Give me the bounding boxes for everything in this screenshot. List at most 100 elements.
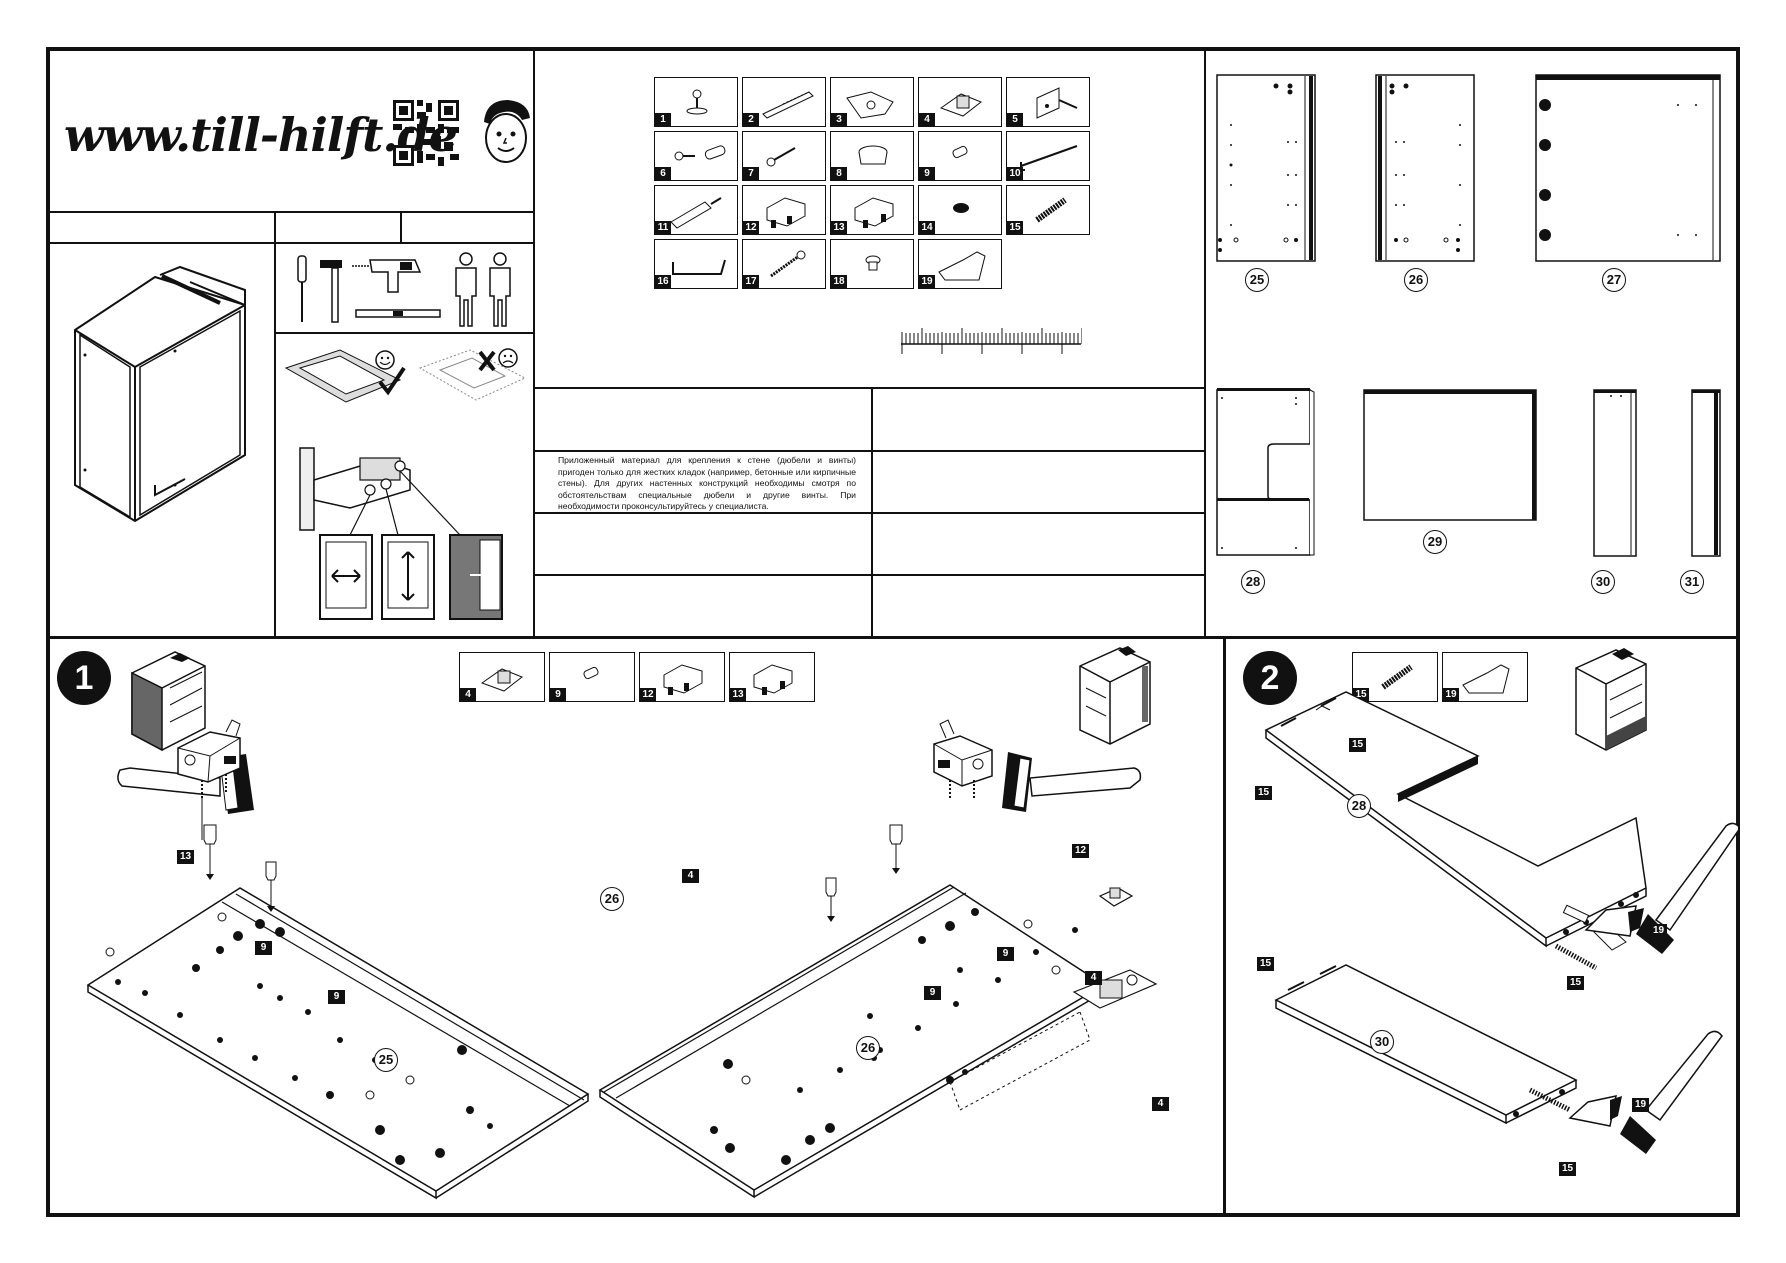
- part-number: 4: [919, 113, 935, 126]
- part-9: 9: [918, 131, 1002, 181]
- divider-table-top: [534, 387, 1205, 389]
- label-plate-a: 4: [1085, 971, 1102, 985]
- panel-29: [1363, 389, 1537, 521]
- divider-info-2: [400, 211, 402, 243]
- cabinet-thumbnail-step2: [1575, 648, 1647, 751]
- screw-and-dowel-icon: [674, 145, 726, 161]
- part-number: 17: [743, 275, 759, 288]
- label-center-panel: 26: [600, 887, 624, 911]
- panel-label-29: 29: [1423, 530, 1447, 554]
- ruler-icon: [901, 328, 1082, 354]
- panel-label-31: 31: [1680, 570, 1704, 594]
- label-dowel-a: 15: [1349, 738, 1366, 752]
- panel-25-drawing: [86, 887, 590, 1200]
- cabinet-thumbnail-right: [1079, 646, 1151, 745]
- part-16: 16: [654, 239, 738, 289]
- cross-icon: [478, 350, 496, 372]
- checkmark-icon: [378, 366, 406, 396]
- part-number: 5: [1007, 113, 1023, 126]
- mascot-icon: [484, 100, 530, 163]
- step-2-number: 2: [1243, 651, 1297, 705]
- hinge-mounting-plate-icon: [480, 668, 523, 692]
- shelf-pin-icon: [952, 145, 968, 159]
- label-plate-b: 4: [1152, 1097, 1169, 1111]
- divider-table-mid: [871, 387, 873, 637]
- leveling-foot-icon: [686, 89, 708, 115]
- cabinet-hanger-left-icon: [854, 197, 894, 228]
- part-18: 18: [830, 239, 914, 289]
- label-pin-d: 9: [924, 986, 941, 1000]
- part-15: 15: [1006, 185, 1090, 235]
- part-number: 13: [730, 688, 746, 701]
- hinge-mounting-plate-icon: [939, 93, 982, 117]
- divider-steps: [1223, 638, 1226, 1216]
- part-13: 13: [830, 185, 914, 235]
- cabinet-hanger-right-icon: [663, 664, 703, 695]
- label-panel-left: 25: [374, 1048, 398, 1072]
- hinge-mounting-plate-drawings: [946, 887, 1158, 1111]
- step-1-illustration: [86, 646, 1158, 1200]
- qr-code-icon: [393, 100, 459, 166]
- step-part-12: 12: [639, 652, 725, 702]
- cap-icon: [858, 145, 888, 165]
- part-number: 10: [1007, 167, 1023, 180]
- wall-bracket-icon: [1036, 87, 1078, 119]
- part-7: 7: [742, 131, 826, 181]
- part-19: 19: [918, 239, 1002, 289]
- divider-logo-2: [48, 242, 534, 244]
- part-8: 8: [830, 131, 914, 181]
- part-number: 14: [919, 221, 935, 234]
- wall-mount-notice: Приложенный материал для крепления к сте…: [558, 455, 856, 512]
- screwdriver-icon: [297, 255, 307, 322]
- cabinet-hanger-left-icon: [753, 664, 793, 695]
- smiley-icon: [375, 350, 395, 370]
- screw-icon: [770, 250, 806, 278]
- label-dowel-d: 15: [1257, 957, 1274, 971]
- part-number: 11: [655, 221, 671, 234]
- panel-label-28: 28: [1241, 570, 1265, 594]
- part-17: 17: [742, 239, 826, 289]
- part-number: 2: [743, 113, 759, 126]
- panel-label-27: 27: [1602, 268, 1626, 292]
- cabinet-illustration: [74, 265, 246, 523]
- label-pin-b: 9: [328, 990, 345, 1004]
- step-part-19: 19: [1442, 652, 1528, 702]
- part-6: 6: [654, 131, 738, 181]
- divider-table-3: [534, 574, 1205, 576]
- part-1: 1: [654, 77, 738, 127]
- panel-label-26: 26: [1404, 268, 1428, 292]
- panel-25: [1216, 74, 1316, 262]
- step-2-illustration: [1264, 648, 1738, 1154]
- part-number: 12: [640, 688, 656, 701]
- divider-tools: [275, 332, 534, 334]
- handle-icon: [672, 259, 726, 275]
- spirit-level-icon: [355, 309, 441, 318]
- panel-28-drawing: [1264, 691, 1647, 948]
- part-number: 16: [655, 275, 671, 288]
- label-center-part: 4: [682, 869, 699, 883]
- wooden-dowel-icon: [1381, 664, 1413, 690]
- divider-header-left: [533, 49, 535, 637]
- label-hanger-right: 12: [1072, 844, 1089, 858]
- label-pin-c: 9: [997, 947, 1014, 961]
- part-2: 2: [742, 77, 826, 127]
- wall-plug-screw-icon: [762, 91, 814, 119]
- label-glue-a: 19: [1650, 924, 1667, 938]
- part-number: 8: [831, 167, 847, 180]
- part-number: 13: [831, 221, 847, 234]
- divider-logo: [48, 211, 534, 213]
- label-panel-top: 28: [1347, 794, 1371, 818]
- panel-30-drawing: [1274, 964, 1578, 1125]
- hammer-icon: [1002, 752, 1142, 812]
- label-dowel-e: 15: [1559, 1162, 1576, 1176]
- part-4: 4: [918, 77, 1002, 127]
- glue-tube-icon: [1462, 664, 1510, 694]
- tools-illustration: [297, 252, 511, 327]
- shelf-pin-drawings-right: [825, 824, 903, 922]
- hinge-adjustment-illustration: [299, 447, 503, 620]
- divider-header-right: [1204, 49, 1206, 637]
- cabinet-thumbnail-left: [131, 651, 206, 752]
- panel-30: [1593, 389, 1637, 557]
- sheet-frame: [46, 47, 1740, 1217]
- label-hanger-left: 13: [177, 850, 194, 864]
